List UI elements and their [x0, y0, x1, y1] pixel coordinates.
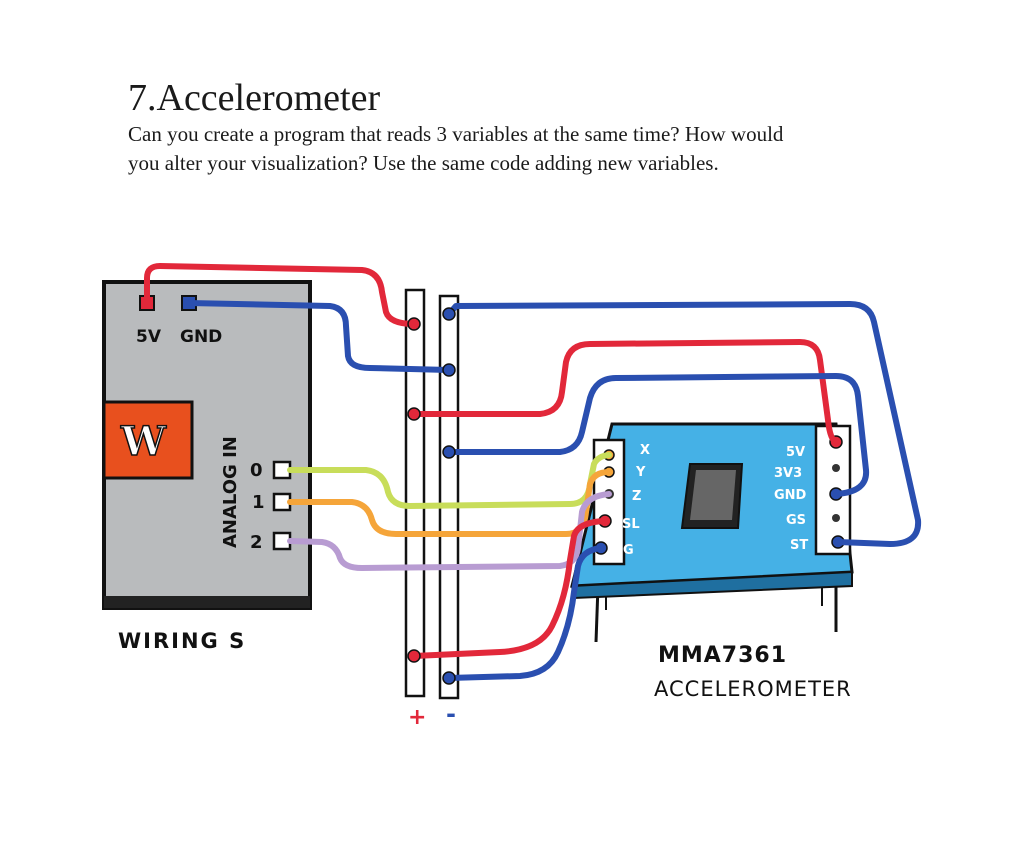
board-gnd-label: GND [180, 327, 222, 347]
label-3v3: 3V3 [774, 466, 802, 481]
wiring-board: 5V GND W ANALOG IN 0 1 2 [102, 280, 312, 610]
wire-board-gnd-to-minus [186, 300, 452, 373]
wire-a2-to-z [287, 491, 612, 571]
instruction-line-1: Can you create a program that reads 3 va… [128, 122, 784, 146]
chip-icon [680, 463, 744, 529]
plus-rail-dot-1 [407, 317, 421, 331]
pin-3v3 [832, 464, 840, 472]
logo-letter: W [120, 418, 167, 465]
instruction-line-2: you alter your visualization? Use the sa… [128, 151, 719, 175]
wire-a0-to-x [287, 452, 612, 509]
wire-minus-to-sensor-gnd [446, 373, 870, 497]
board-5v-label: 5V [136, 327, 162, 347]
plus-rail-dot-3 [407, 649, 421, 663]
label-sl: SL [622, 517, 640, 532]
sensor-model-label: MMA7361 [658, 643, 787, 668]
page-title: 7.Accelerometer [128, 77, 381, 119]
instruction-paragraph: Can you create a program that reads 3 va… [128, 120, 908, 178]
label-0g: 0G [614, 543, 634, 558]
plus-rail-dot-2 [407, 407, 421, 421]
label-5v: 5V [786, 445, 805, 460]
wire-board-5v-to-plus [144, 263, 417, 327]
accelerometer-module: X Y Z SL 0G 5V 3V3 GND GS ST [570, 422, 854, 643]
label-gnd: GND [774, 488, 807, 503]
wire-minus-to-sensor-st [446, 301, 922, 547]
label-gs: GS [786, 513, 806, 528]
wiring-logo-icon: W [102, 400, 194, 480]
board-edge [104, 596, 310, 608]
minus-rail-dot-3 [442, 445, 456, 459]
minus-rail-dot-4 [442, 671, 456, 685]
analog-in-label: ANALOG IN [220, 436, 241, 548]
label-st: ST [790, 538, 808, 553]
label-x: X [640, 443, 650, 458]
minus-rail-dot-2 [442, 363, 456, 377]
sensor-name-label: ACCELEROMETER [654, 677, 852, 701]
minus-rail [438, 294, 460, 700]
label-z: Z [632, 489, 641, 504]
plus-rail-label: + [408, 705, 426, 730]
wire-plus-to-sl [411, 518, 608, 659]
wire-minus-to-0g [446, 545, 604, 681]
plus-rail [404, 288, 426, 698]
power-rails: + - [404, 288, 460, 730]
analog-pin-2-label: 2 [250, 532, 263, 553]
wires [144, 263, 922, 681]
minus-rail-dot-1 [442, 307, 456, 321]
board-name-label: WIRING S [118, 629, 246, 653]
analog-pin-1-label: 1 [252, 492, 265, 513]
wire-plus-to-sensor-5v [411, 339, 839, 445]
analog-pin-0-label: 0 [250, 460, 263, 481]
minus-rail-label: - [446, 700, 456, 728]
label-y: Y [635, 465, 646, 480]
pin-gs [832, 514, 840, 522]
wire-a1-to-y [287, 469, 612, 537]
